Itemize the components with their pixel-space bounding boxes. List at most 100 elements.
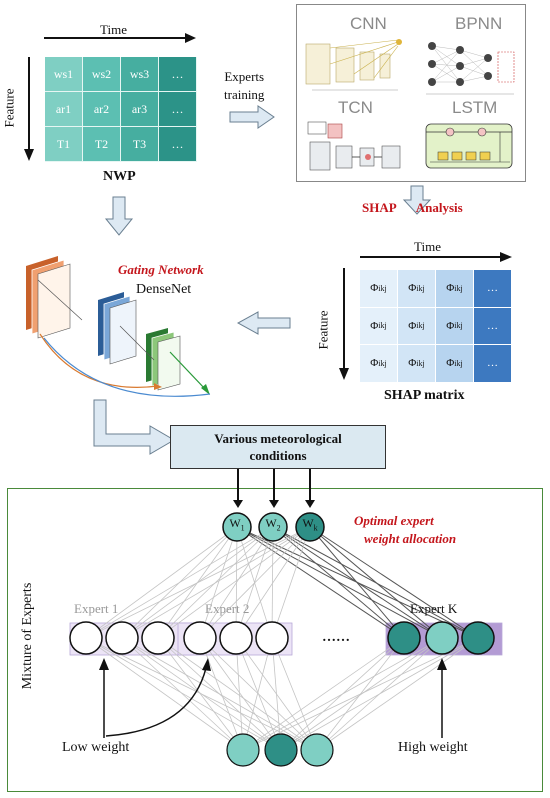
shap-feature-arrow [339, 268, 349, 380]
experts-training-line1: Experts [224, 69, 265, 84]
shap-cell: … [474, 345, 512, 383]
nwp-cell: ar1 [45, 92, 83, 127]
input-connection [85, 637, 244, 751]
shap-cell: … [474, 307, 512, 346]
condition-arrowhead [305, 500, 315, 508]
input-node [264, 733, 298, 767]
nwp-cell: T3 [121, 127, 159, 162]
input-connection [316, 637, 479, 751]
expert-node [183, 621, 217, 655]
nwp-feature-label: Feature [1, 88, 17, 128]
shap-analysis-word2: Analysis [415, 200, 463, 215]
nwp-cell: T1 [45, 127, 83, 162]
weight-node [258, 512, 288, 542]
input-connection [199, 637, 282, 751]
weight-connection [271, 526, 311, 639]
gating-to-conditions-arrow [93, 399, 175, 455]
shap-matrix-label: SHAP matrix [384, 388, 465, 403]
meteorological-conditions-box: Various meteorological conditions [170, 425, 386, 469]
arrow-to-experts [229, 105, 275, 129]
weight-connection [85, 526, 238, 639]
input-connection [121, 637, 318, 751]
weight-1-sub: 1 [240, 523, 245, 533]
weight-2-sub: 2 [276, 523, 281, 533]
condition-arrowhead [269, 500, 279, 508]
gating-network-title: Gating Network [118, 262, 204, 277]
input-connection [157, 637, 318, 751]
expert-node [69, 621, 103, 655]
weight-connection [236, 526, 405, 639]
optimal-weight-label: Optimal expert weight allocation [354, 512, 456, 548]
nwp-down-arrow [104, 196, 134, 236]
weight-k-base: W [302, 516, 314, 530]
conditions-line2: conditions [249, 448, 307, 463]
weight-connection [157, 526, 311, 639]
nwp-cell: ws2 [83, 57, 121, 92]
expert-1-label: Expert 1 [74, 601, 119, 616]
shap-down-arrow [402, 185, 432, 215]
input-connection [316, 637, 405, 751]
bpnn-label: BPNN [455, 14, 503, 33]
nwp-cell: … [159, 57, 197, 92]
expert-node [461, 621, 495, 655]
expert-node [219, 621, 253, 655]
expert-node [105, 621, 139, 655]
weight-connection [199, 526, 311, 639]
input-connection [199, 637, 244, 751]
weight-connection [236, 526, 443, 639]
low-weight-label: Low weight [62, 740, 130, 755]
shap-feature-label: Feature [315, 310, 331, 350]
shap-to-gating-arrow [236, 311, 291, 335]
input-node [300, 733, 334, 767]
input-connection [157, 637, 244, 751]
input-connection [271, 637, 318, 751]
nwp-cell: ar3 [121, 92, 159, 127]
input-connection [85, 637, 282, 751]
weight-connection [199, 526, 238, 639]
high-weight-arrowhead [437, 658, 447, 670]
expert-node [425, 621, 459, 655]
input-connection [316, 637, 443, 751]
input-connection [280, 637, 405, 751]
weight-connection [309, 526, 405, 639]
nwp-cell: … [159, 92, 197, 127]
lstm-label: LSTM [452, 98, 498, 117]
input-connection [235, 637, 244, 751]
nwp-feature-arrow [24, 57, 34, 161]
input-connection [121, 637, 244, 751]
nwp-cell: ws3 [121, 57, 159, 92]
weight-1-base: W [229, 516, 241, 530]
optimal-line2: weight allocation [364, 531, 457, 546]
nwp-cell: … [159, 127, 197, 162]
nwp-cell: ar2 [83, 92, 121, 127]
conditions-line1: Various meteorological [214, 431, 342, 446]
input-connection [242, 637, 405, 751]
nwp-label: NWP [103, 169, 136, 184]
high-weight-label: High weight [398, 740, 468, 755]
weight-connection [309, 526, 443, 639]
low-weight-curve-head [202, 658, 211, 671]
input-connection [199, 637, 318, 751]
input-connection [280, 637, 443, 751]
weight-connection [121, 526, 311, 639]
weight-node [295, 512, 325, 542]
expert-k-label: Expert K [410, 601, 458, 616]
cnn-label: CNN [350, 14, 387, 33]
weight-2-base: W [265, 516, 277, 530]
nwp-cell: ws1 [45, 57, 83, 92]
weight-node [222, 512, 252, 542]
shap-cell: … [474, 270, 512, 308]
weight-connection [272, 526, 405, 639]
optimal-line1: Optimal expert [354, 513, 434, 528]
gating-network-subtitle: DenseNet [136, 282, 192, 297]
shap-analysis-word1: SHAP [362, 200, 396, 215]
weight-label-k: Wk [296, 516, 324, 532]
